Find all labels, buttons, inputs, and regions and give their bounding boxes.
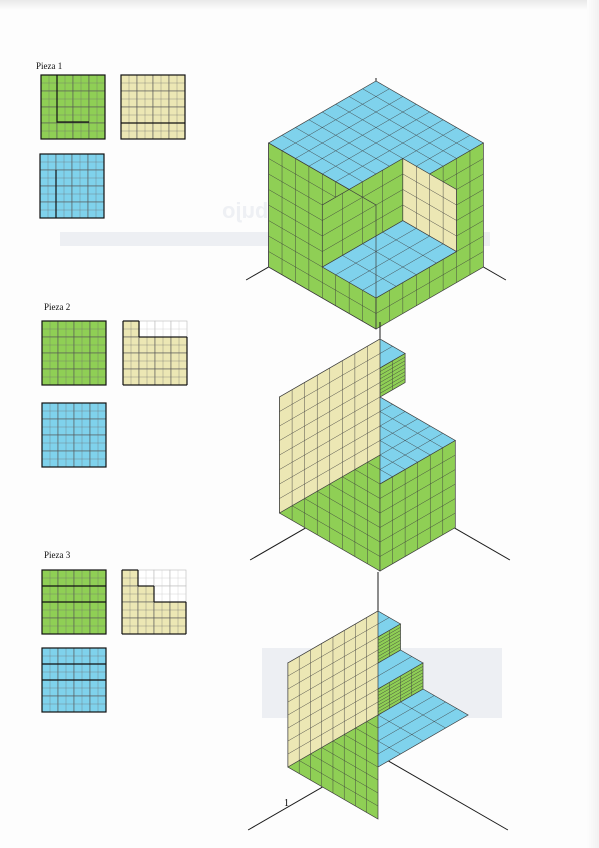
iso-grid-line (379, 512, 456, 557)
page-number: 1 (284, 798, 289, 809)
view-outline (39, 153, 105, 219)
iso-grid-line (268, 251, 377, 314)
view-notch-line (56, 75, 89, 123)
view-outline (120, 74, 186, 140)
iso-grid-line (287, 688, 379, 742)
view-square-4 (41, 320, 107, 386)
iso-piece-3 (247, 572, 509, 831)
iso-grid-line (366, 708, 457, 761)
iso-grid-line (335, 119, 444, 182)
iso-grid-line (279, 440, 381, 499)
iso-grid-line (402, 204, 457, 237)
iso-grid-line (377, 714, 424, 742)
scan-top-edge (0, 0, 599, 10)
iso-piece-2 (249, 322, 511, 572)
scan-right-edge (587, 0, 599, 848)
view-square-8 (121, 569, 187, 635)
iso-grid-line (279, 425, 381, 485)
piece-2-label: Pieza 2 (44, 302, 71, 312)
piece-1-label: Pieza 1 (36, 61, 63, 71)
iso-axis-right (377, 754, 509, 831)
iso-piece-1 (245, 78, 507, 330)
iso-outline (268, 142, 377, 330)
iso-grid-line (375, 251, 484, 314)
view-square-1 (40, 74, 106, 140)
isometric-drawings (245, 78, 511, 831)
view-square-5 (122, 320, 188, 386)
iso-grid-line (279, 411, 381, 470)
iso-grid-line (402, 189, 457, 221)
orthographic-views (39, 74, 188, 713)
iso-grid-line (287, 675, 379, 729)
view-square-2 (120, 74, 186, 140)
piece-3-label: Pieza 3 (44, 550, 71, 560)
view-outline (41, 320, 107, 386)
view-outline (41, 402, 107, 468)
view-square-6 (41, 402, 107, 468)
view-square-7 (41, 569, 107, 635)
iso-grid-line (287, 701, 379, 755)
iso-grid-line (342, 255, 397, 287)
view-square-3 (39, 153, 105, 219)
iso-grid-line (362, 243, 417, 275)
view-outline (40, 74, 106, 140)
iso-grid-line (279, 498, 381, 557)
iso-grid-line (322, 204, 403, 252)
iso-grid-line (287, 753, 379, 807)
